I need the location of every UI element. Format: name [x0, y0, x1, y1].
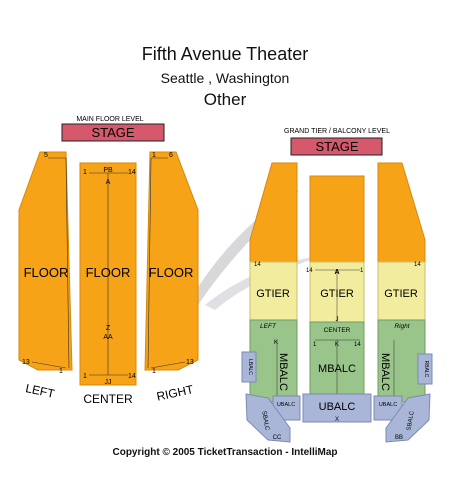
gtier-left-label: GTIER [256, 288, 290, 300]
balcony-right-upper-section[interactable] [377, 162, 426, 263]
mbalc-right-section[interactable] [377, 319, 426, 403]
floor-center-seat-left-bottom: 1 [83, 373, 87, 380]
venue-location: Seattle , Washington [160, 70, 290, 86]
gtier-center-seat-14: 14 [306, 268, 313, 274]
floor-center-caption: CENTER [83, 392, 133, 406]
copyright-footer: Copyright © 2005 TicketTransaction - Int… [112, 447, 338, 458]
gtier-center-label: GTIER [320, 288, 354, 300]
floor-right-seat-bottom: 1 [152, 368, 156, 375]
mbalc-right-caption: Right [394, 323, 410, 330]
floor-center-label: FLOOR [86, 265, 131, 280]
balcony-left-upper-section[interactable] [249, 162, 298, 263]
gtier-center-row-a: A [334, 269, 339, 276]
mbalc-center-seat-1: 1 [313, 342, 317, 348]
floor-center-row-jj: JJ [105, 379, 112, 386]
ubalc-center-row-x: X [335, 417, 339, 423]
floor-center-seat-right: 14 [128, 169, 136, 176]
mbalc-left-caption: LEFT [260, 323, 277, 330]
upper-stage-label: STAGE [315, 139, 358, 154]
watermark-logo [185, 190, 325, 310]
sbalc-right-section[interactable] [385, 393, 431, 443]
gtier-right-label: GTIER [384, 288, 418, 300]
floor-right-row-bottom: 13 [186, 359, 194, 366]
gtier-left-seat-14: 14 [254, 262, 261, 268]
sbalc-left-label: SBALC [260, 411, 269, 432]
sbalc-right-bb: BB [395, 435, 403, 441]
floor-center-row-a: A [106, 179, 111, 186]
floor-center-row-z: Z [106, 325, 111, 332]
floor-right-row-top: 6 [169, 152, 173, 159]
floor-right-seat-top: 1 [152, 152, 156, 159]
venue-title: Fifth Avenue Theater [141, 44, 309, 64]
main-stage [61, 123, 165, 142]
floor-center-seat-right-bottom: 14 [128, 373, 136, 380]
floor-right-section[interactable] [144, 151, 199, 371]
gtier-center-row-j: J [336, 317, 339, 323]
rbalc-box[interactable] [417, 353, 433, 385]
floor-left-row-bottom: 13 [22, 359, 30, 366]
gtier-right-seat-14: 14 [414, 262, 421, 268]
floor-left-label: FLOOR [24, 265, 69, 280]
sbalc-left-section[interactable] [245, 393, 291, 443]
floor-left-seat-bottom: 1 [59, 368, 63, 375]
mbalc-left-label: MBALC [277, 353, 289, 391]
mbalc-center-caption: CENTER [324, 327, 351, 334]
mbalc-left-row-k: K [274, 340, 278, 346]
ubalc-center-label: UBALC [319, 401, 356, 413]
mbalc-center-row-k: K [335, 342, 339, 348]
floor-right-caption: RIGHT [155, 382, 195, 404]
gtier-left-section[interactable] [249, 261, 298, 321]
floor-left-section[interactable] [18, 151, 73, 371]
floor-center-seat-left: 1 [83, 169, 87, 176]
event-category: Other [203, 90, 247, 109]
gtier-center-seat-1: 1 [360, 268, 364, 274]
ubalc-center-section[interactable] [302, 393, 372, 423]
floor-left-caption: LEFT [24, 381, 56, 401]
upper-stage [290, 137, 383, 156]
mbalc-center-seat-14: 14 [354, 342, 361, 348]
ubalc-left-label: UBALC [277, 402, 295, 408]
balcony-center-upper-section[interactable] [309, 175, 365, 263]
floor-center-row-pb: PB [103, 167, 113, 174]
floor-center-row-aa: AA [103, 334, 113, 341]
mbalc-center-label: MBALC [318, 363, 356, 375]
mbalc-right-label: MBALC [379, 353, 391, 391]
floor-right-label: FLOOR [149, 265, 194, 280]
upper-level-label: GRAND TIER / BALCONY LEVEL [284, 128, 390, 135]
main-floor-level-label: MAIN FLOOR LEVEL [76, 116, 143, 123]
lbalc-box[interactable] [241, 351, 257, 383]
ubalc-right-label: UBALC [379, 402, 397, 408]
floor-left-row-top: 5 [44, 152, 48, 159]
rbalc-label: RBALC [423, 361, 429, 378]
sbalc-right-label: SBALC [406, 410, 415, 431]
main-stage-label: STAGE [91, 125, 134, 140]
sbalc-left-cc: CC [273, 435, 282, 441]
lbalc-label: LBALC [247, 359, 253, 375]
